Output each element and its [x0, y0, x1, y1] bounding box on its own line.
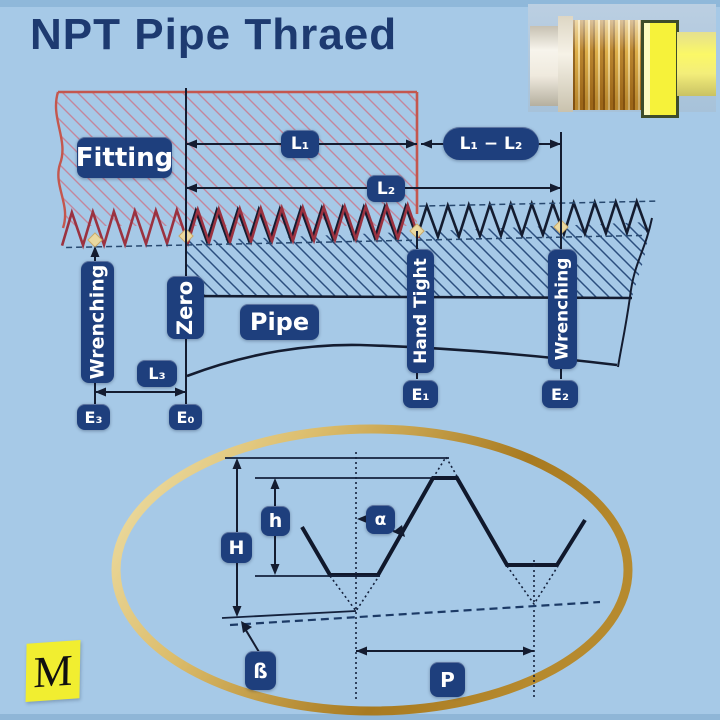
fitting-photo	[528, 4, 716, 118]
top-border	[0, 0, 720, 7]
sharp-v-dotted	[329, 452, 559, 700]
profile-outline	[300, 476, 587, 577]
profile-label-alpha: α	[366, 505, 395, 534]
dim-label-l1-minus-l2: L₁ − L₂	[443, 127, 539, 160]
plane-label-hand-tight: Hand Tight	[407, 249, 434, 373]
dim-label-l1: L₁	[281, 130, 319, 158]
plane-label-zero: Zero	[167, 276, 204, 339]
point-label-e1: E₁	[403, 380, 438, 408]
plane-label-wrenching-left: Wrenching	[81, 261, 114, 383]
taper-axis-dashed	[229, 600, 601, 627]
photo-threads	[573, 20, 643, 110]
photo-hex-nut	[641, 20, 679, 118]
profile-label-P: P	[430, 662, 465, 697]
fitting-section	[54, 90, 419, 229]
profile-label-beta: ß	[245, 651, 276, 690]
bottom-border	[0, 714, 720, 720]
brand-logo: M	[25, 640, 81, 702]
photo-outlet	[677, 32, 716, 96]
dimension-arrowheads	[90, 139, 561, 397]
gold-ellipse	[111, 424, 633, 716]
profile-label-h: h	[261, 506, 290, 536]
fitting-thread-profile	[60, 201, 421, 250]
profile-label-H: H	[221, 532, 252, 563]
page-title: NPT Pipe Thraed	[30, 10, 398, 59]
profile-arrowheads	[232, 458, 534, 656]
label-pipe: Pipe	[240, 304, 319, 340]
point-label-e2: E₂	[542, 380, 578, 408]
dim-label-l2: L₂	[367, 175, 405, 202]
label-fitting: Fitting	[76, 137, 173, 178]
photo-collar	[558, 16, 573, 112]
dim-label-l3: L₃	[137, 360, 177, 387]
plane-label-wrenching-right: Wrenching	[548, 249, 577, 369]
point-label-e3: E₃	[77, 404, 110, 430]
thread-profile-detail	[221, 452, 601, 700]
point-label-e0: E₀	[169, 404, 202, 430]
